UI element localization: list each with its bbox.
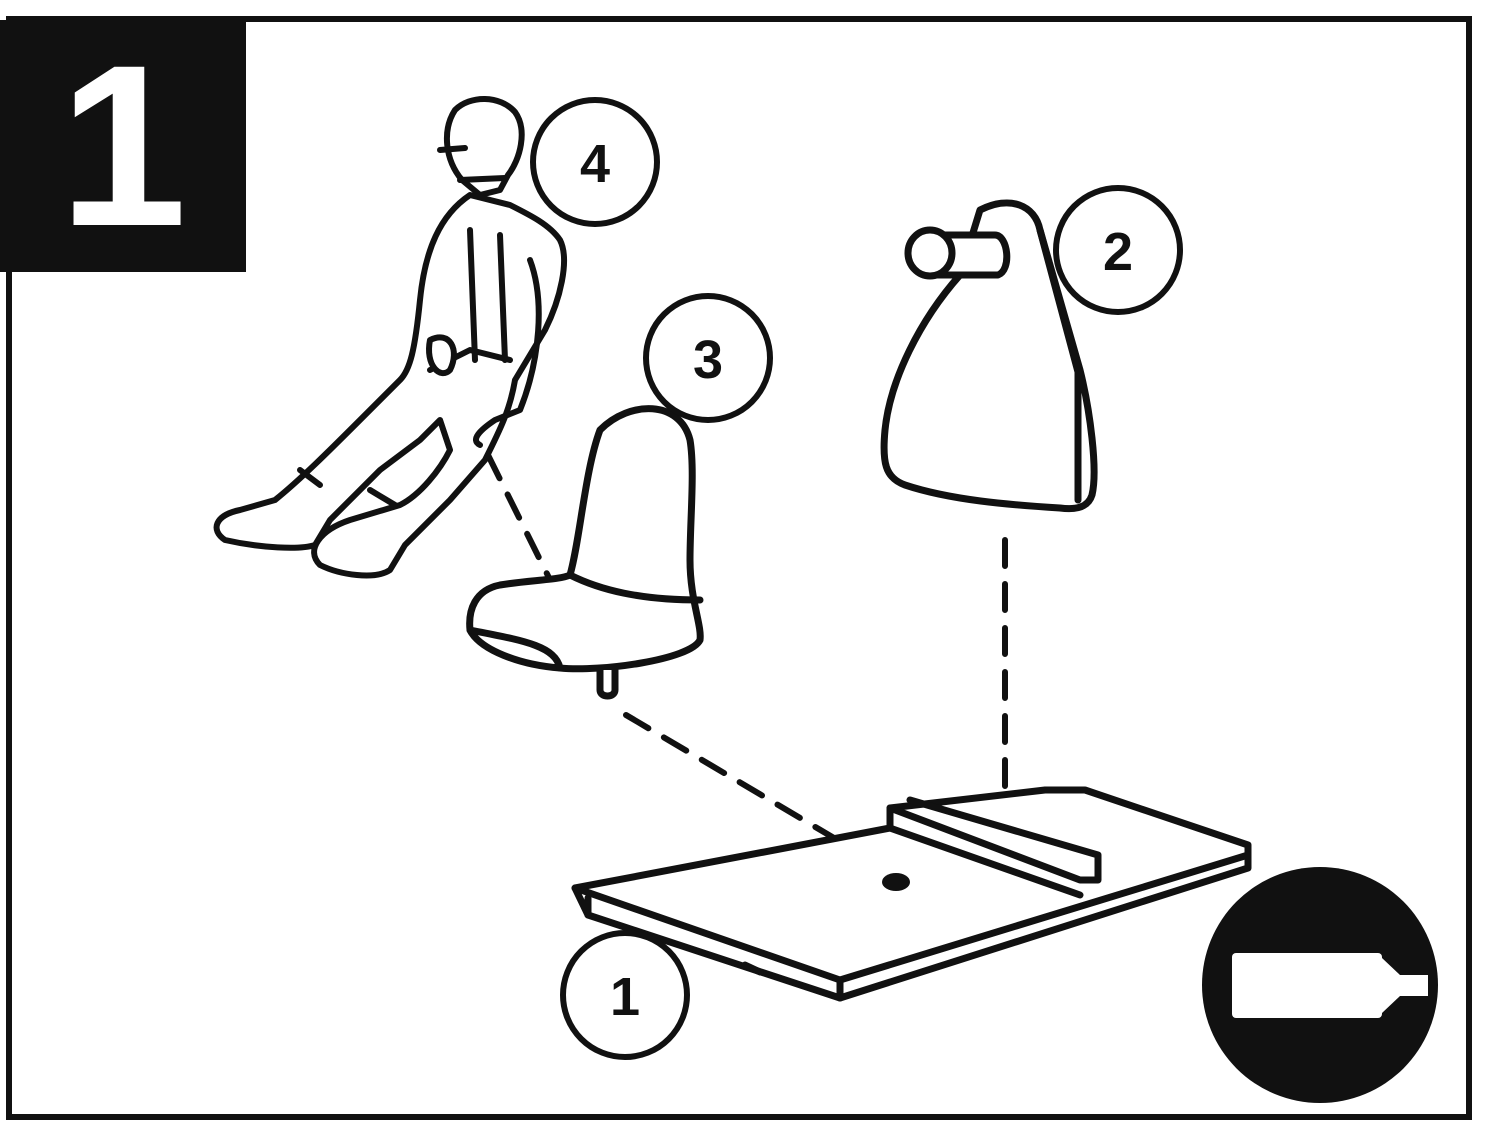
callout-1: 1 (563, 933, 687, 1057)
callout-1-label: 1 (610, 967, 640, 1027)
callout-3-label: 3 (693, 330, 723, 390)
seat-part (470, 409, 701, 696)
glue-tube-icon (1202, 867, 1438, 1103)
callout-2-label: 2 (1103, 222, 1133, 282)
callout-4: 4 (533, 100, 657, 224)
callout-4-label: 4 (580, 134, 610, 194)
callout-3: 3 (646, 296, 770, 420)
floor-plate-part (575, 790, 1248, 998)
callout-2: 2 (1056, 188, 1180, 312)
seat-back-part (884, 203, 1094, 509)
